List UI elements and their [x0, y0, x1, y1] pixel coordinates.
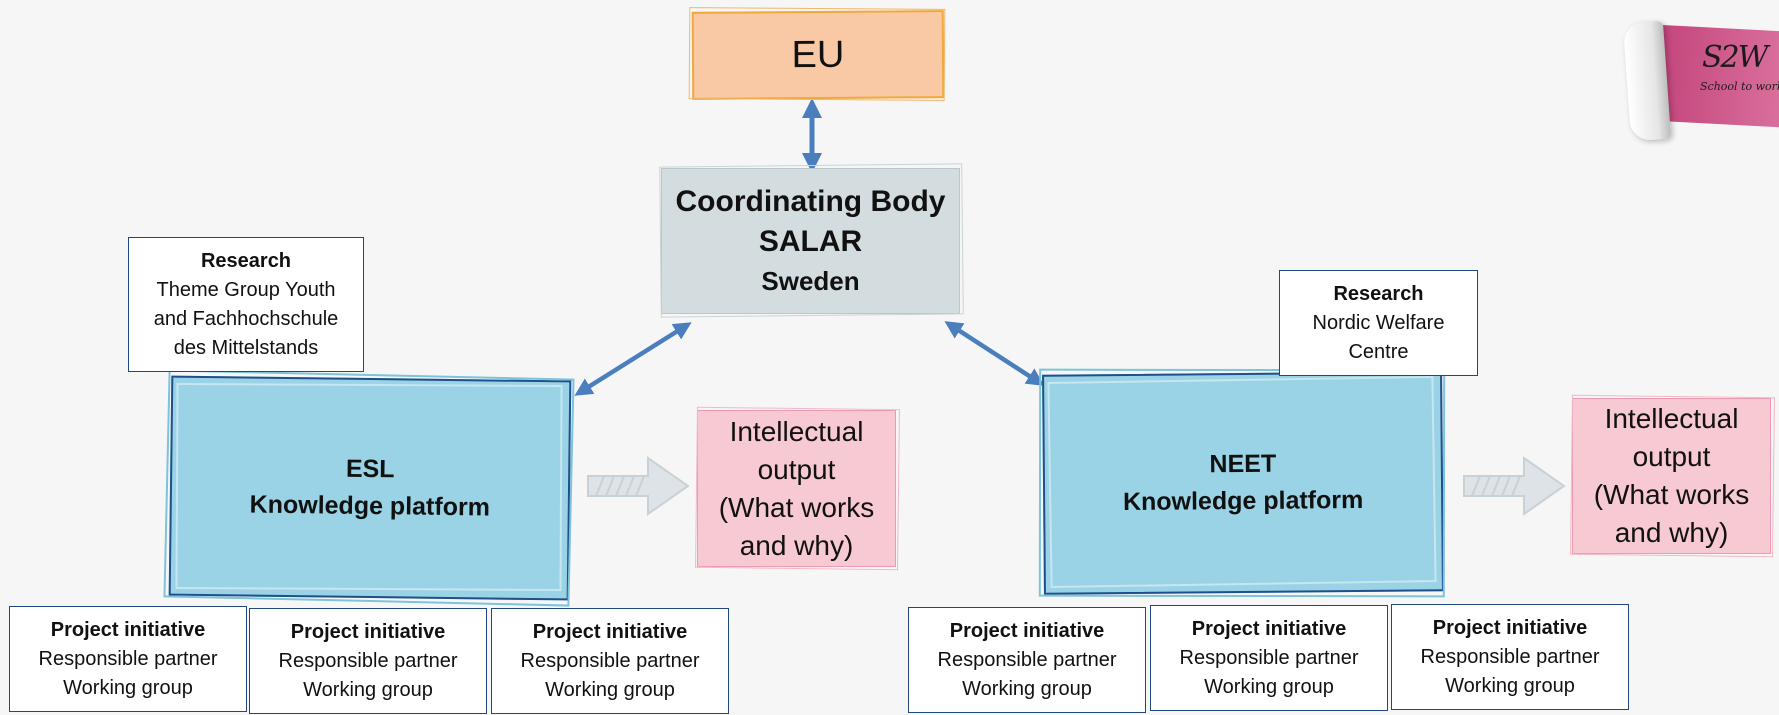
logo-brand-text: S2W	[1702, 40, 1768, 75]
project-partner: Responsible partner	[278, 649, 458, 672]
s2w-logo: S2W School to work	[1622, 18, 1779, 142]
project-heading: Project initiative	[290, 620, 446, 643]
research-line: Centre	[1348, 340, 1409, 363]
output-line: and why)	[739, 529, 854, 561]
esl-output-arrow	[587, 456, 690, 516]
research-line: des Mittelstands	[173, 336, 319, 359]
project-heading: Project initiative	[949, 619, 1105, 642]
project-group: Working group	[962, 677, 1092, 700]
project-group: Working group	[1445, 674, 1575, 697]
esl-platform-title: ESL	[345, 454, 395, 484]
coordinating-body-title: Coordinating Body	[675, 185, 946, 218]
research-line: and Fachhochschule	[153, 307, 339, 330]
output-line: and why)	[1614, 517, 1729, 548]
project-group: Working group	[1204, 675, 1334, 698]
eu-box: EU	[688, 7, 946, 101]
logo-tagline: School to work	[1700, 80, 1779, 93]
neet-intellectual-output: Intellectual output (What works and why)	[1570, 394, 1775, 558]
neet-knowledge-platform: NEET Knowledge platform	[1038, 368, 1446, 598]
project-initiative-box: Project initiative Responsible partner W…	[1150, 605, 1388, 711]
neet-platform-subtitle: Knowledge platform	[1122, 485, 1364, 517]
project-partner: Responsible partner	[38, 647, 218, 670]
project-partner: Responsible partner	[1179, 646, 1359, 669]
eu-label: EU	[791, 33, 845, 76]
project-heading: Project initiative	[50, 618, 206, 641]
output-line: Intellectual	[729, 415, 864, 447]
project-initiative-box: Project initiative Responsible partner W…	[491, 608, 729, 714]
project-initiative-box: Project initiative Responsible partner W…	[908, 607, 1146, 713]
output-line: output	[757, 453, 836, 485]
project-partner: Responsible partner	[937, 648, 1117, 671]
project-partner: Responsible partner	[1420, 645, 1600, 668]
project-heading: Project initiative	[1191, 617, 1347, 640]
research-box-esl: Research Theme Group Youth and Fachhochs…	[128, 237, 364, 372]
project-initiative-box: Project initiative Responsible partner W…	[9, 606, 247, 712]
coordinating-body-box: Coordinating Body SALAR Sweden	[659, 163, 964, 318]
output-line: Intellectual	[1604, 403, 1739, 434]
research-heading: Research	[200, 249, 292, 272]
neet-platform-title: NEET	[1209, 449, 1277, 479]
logo-page-curl	[1622, 20, 1672, 142]
coord-esl-arrow	[574, 322, 692, 396]
project-group: Working group	[303, 678, 433, 701]
esl-knowledge-platform: ESL Knowledge platform	[163, 369, 575, 607]
esl-intellectual-output: Intellectual output (What works and why)	[695, 406, 900, 571]
coord-neet-arrow	[944, 321, 1045, 386]
project-group: Working group	[545, 678, 675, 701]
project-heading: Project initiative	[532, 620, 688, 643]
neet-output-arrow	[1463, 456, 1566, 516]
output-line: output	[1632, 441, 1711, 472]
output-line: (What works	[718, 491, 875, 523]
coordinating-body-org: SALAR	[758, 225, 863, 258]
research-heading: Research	[1333, 282, 1424, 305]
research-line: Theme Group Youth	[156, 278, 336, 301]
project-group: Working group	[63, 676, 193, 699]
research-line: Nordic Welfare	[1312, 311, 1445, 334]
project-heading: Project initiative	[1432, 616, 1588, 639]
coordinating-body-country: Sweden	[761, 266, 860, 296]
project-initiative-box: Project initiative Responsible partner W…	[1391, 604, 1629, 710]
research-box-neet: Research Nordic Welfare Centre	[1279, 270, 1478, 376]
project-initiative-box: Project initiative Responsible partner W…	[249, 608, 487, 714]
output-line: (What works	[1593, 479, 1750, 510]
project-partner: Responsible partner	[520, 649, 700, 672]
esl-platform-subtitle: Knowledge platform	[249, 490, 491, 522]
